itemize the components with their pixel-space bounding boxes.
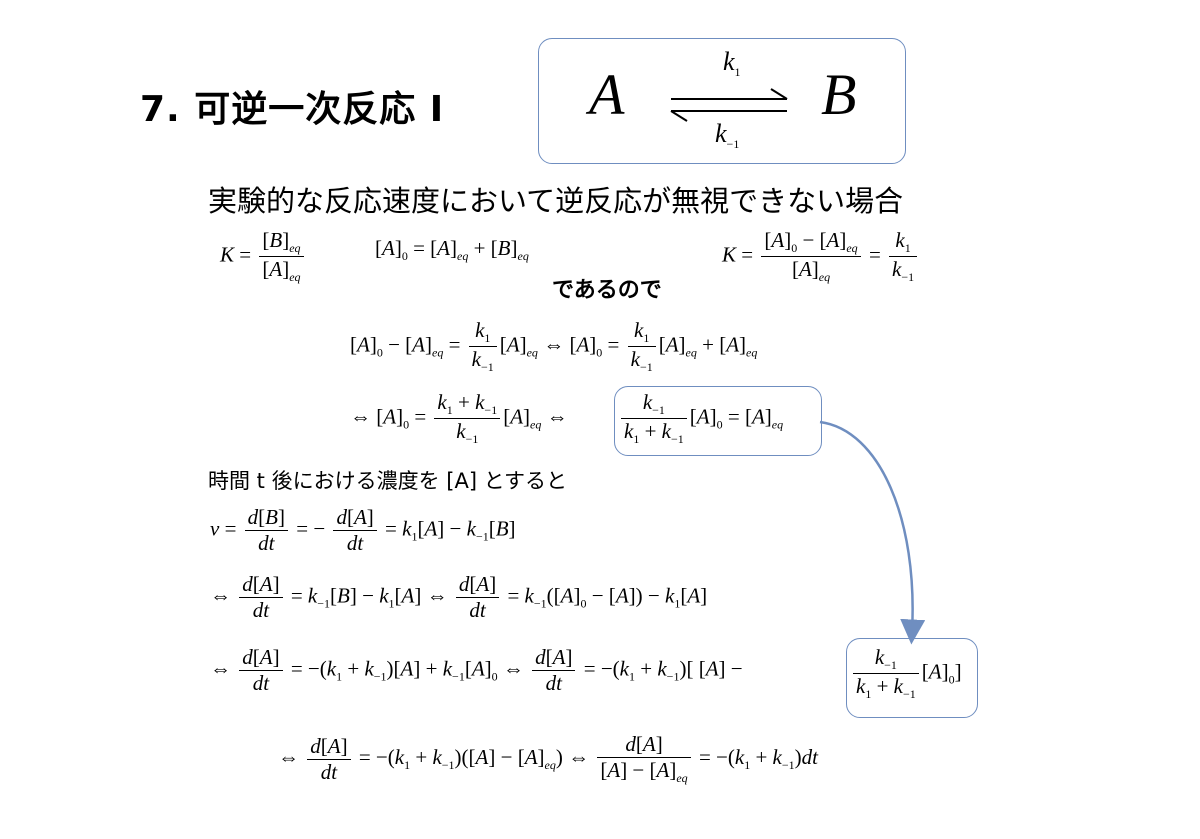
- subtitle: 実験的な反応速度において逆反応が無視できない場合: [208, 184, 904, 218]
- k-forward-subscript: 1: [734, 65, 741, 80]
- k-forward-label: k1: [723, 47, 741, 80]
- equation-final: ⇔ d[A]dt = −(k1 + k−1)([A] − [A]eq) ⇔ d[…: [278, 732, 818, 786]
- slide-title: 7. 可逆一次反応 I: [140, 89, 445, 130]
- middle-text: であるので: [552, 278, 662, 303]
- reactant-label: A: [589, 62, 625, 127]
- equation-rate-3: ⇔ d[A]dt = −(k1 + k−1)[A] + k−1[A]0 ⇔ d[…: [210, 645, 743, 695]
- product-label: B: [821, 62, 857, 127]
- equation-k-definition: K = [B]eq[A]eq: [220, 228, 307, 285]
- k-reverse-label: k−1: [715, 119, 739, 152]
- reaction-box: A B k1 k−1: [538, 38, 906, 164]
- equilibrium-arrow-icon: [670, 88, 788, 122]
- equation-mass-balance: [A]0 = [A]eq + [B]eq: [375, 236, 529, 264]
- k-reverse-subscript: −1: [726, 137, 740, 152]
- time-text: 時間 t 後における濃度を [A] とすると: [208, 469, 568, 493]
- equation-rate: v = d[B]dt = − d[A]dt = k1[A] − k−1[B]: [210, 505, 516, 555]
- k-reverse-symbol: k: [715, 119, 727, 148]
- equation-rate-2: ⇔ d[A]dt = k−1[B] − k1[A] ⇔ d[A]dt = k−1…: [210, 572, 708, 622]
- k-forward-symbol: k: [723, 47, 735, 76]
